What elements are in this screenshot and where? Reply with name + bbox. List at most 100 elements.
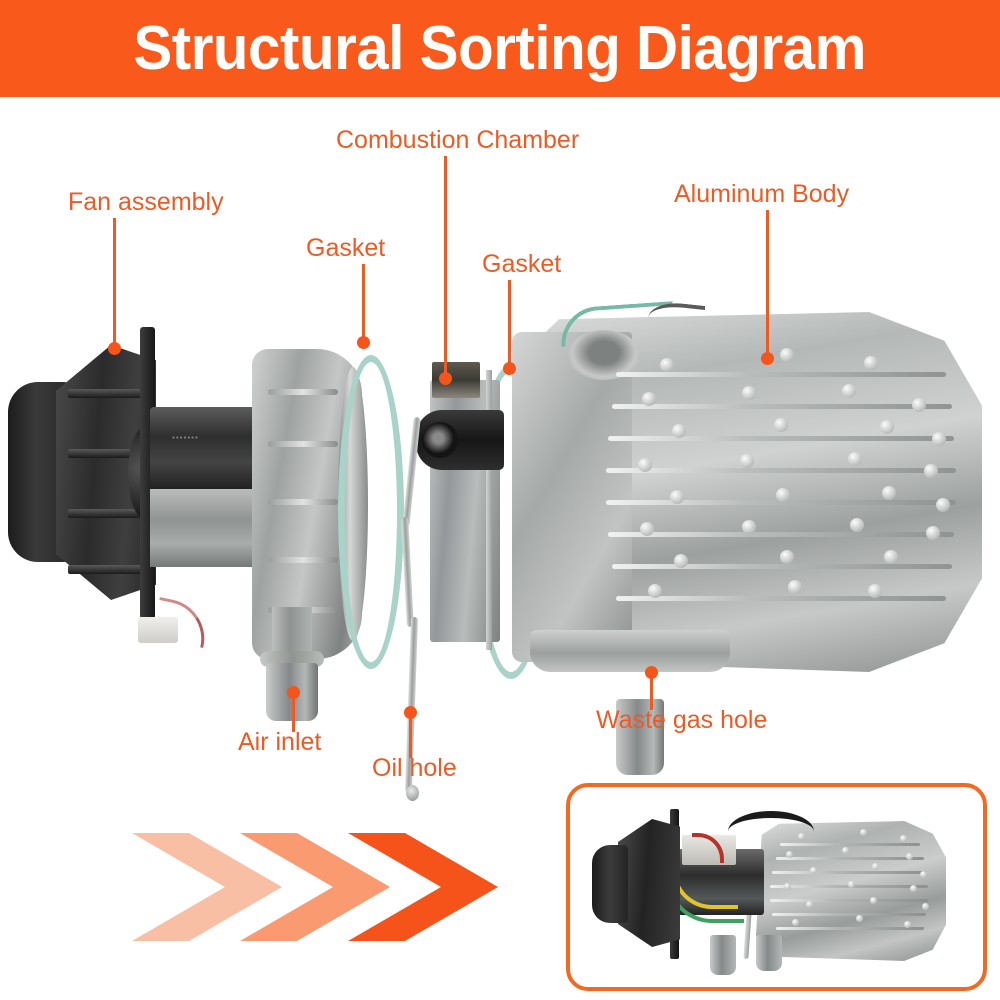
fin-stud: [648, 584, 662, 598]
aluminum-body-top-port: [568, 330, 640, 380]
inset-fin-stud: [920, 871, 927, 878]
waste-gas-barrel: [616, 699, 664, 775]
inset-fin-stud: [856, 915, 863, 922]
page-header: Structural Sorting Diagram: [0, 0, 1000, 97]
callout-gasket-left: Gasket: [306, 234, 386, 262]
page-title: Structural Sorting Diagram: [133, 13, 867, 83]
inset-fin-stud: [806, 901, 813, 908]
fin-stud: [780, 348, 794, 362]
waste-gas-spout-part: [612, 693, 668, 779]
inset-fin-stud: [792, 919, 799, 926]
leader-dot-air-inlet: [287, 686, 300, 699]
chevron-arrow-1-icon: [132, 833, 282, 941]
aluminum-body-front-flange: [512, 332, 632, 662]
leader-line-waste-gas-hole: [650, 672, 653, 710]
callout-gasket-right: Gasket: [482, 250, 562, 278]
inset-fin-stud: [860, 829, 867, 836]
fin-stud: [742, 386, 756, 400]
leader-line-combustion-chamber: [444, 156, 447, 378]
air-inlet-spout-part: [256, 607, 328, 721]
fin-stud: [776, 488, 790, 502]
fin-stud: [884, 550, 898, 564]
callout-oil-hole: Oil hole: [372, 754, 457, 782]
cooling-fin: [608, 532, 954, 537]
fin-stud: [864, 356, 878, 370]
cooling-fin: [612, 404, 952, 409]
fin-stud: [848, 452, 862, 466]
fin-stud: [842, 384, 856, 398]
oil-pipe-segment: [402, 416, 421, 528]
callout-waste-gas-hole: Waste gas hole: [596, 706, 768, 734]
cooling-fin: [612, 564, 952, 569]
inset-fan-cone: [592, 845, 628, 923]
fan-vane: [68, 565, 144, 574]
fan-vane: [68, 509, 144, 518]
combustion-chamber-part: [404, 362, 524, 662]
fin-stud: [936, 498, 950, 512]
fin-stud: [850, 518, 864, 532]
fin-stud: [882, 486, 896, 500]
fuel-inlet-eyelet: [422, 422, 458, 458]
fan-vane: [68, 389, 144, 398]
wire-connector: [138, 617, 178, 643]
fan-vane: [68, 449, 144, 458]
inset-fin-stud: [810, 867, 817, 874]
leader-line-air-inlet: [292, 692, 295, 732]
assembled-heater-inset: [566, 783, 987, 991]
motor-tube-marking: ▪▪▪▪▪▪▪: [172, 433, 199, 442]
aluminum-body-part: [512, 312, 982, 712]
combustion-chamber-blade: [486, 370, 492, 650]
fin-stud: [740, 454, 754, 468]
fin-stud: [926, 526, 940, 540]
cooling-fin: [616, 596, 946, 601]
callout-aluminum-body: Aluminum Body: [674, 180, 850, 208]
inset-fin-stud: [842, 847, 849, 854]
fin-stud: [932, 432, 946, 446]
leader-line-fan-assembly: [113, 218, 116, 350]
leader-line-aluminum-body: [766, 210, 769, 358]
inset-wire-harness: [728, 811, 814, 852]
housing-rib: [268, 557, 338, 563]
callout-fan-assembly: Fan assembly: [68, 188, 224, 216]
oil-pipe-segment: [401, 516, 414, 628]
housing-rib: [268, 441, 338, 447]
leader-line-gasket-right: [508, 280, 511, 368]
leader-dot-waste-gas-hole: [645, 666, 658, 679]
cooling-fin: [608, 436, 954, 441]
housing-rib: [268, 499, 338, 505]
inset-cooling-fin: [776, 927, 924, 930]
cooling-fin: [616, 372, 946, 377]
air-inlet-neck: [272, 607, 312, 657]
chevron-arrow-group: [132, 833, 498, 941]
housing-rib: [268, 389, 338, 395]
inset-fin-stud: [872, 863, 879, 870]
inset-fin-stud: [848, 881, 855, 888]
leader-line-oil-hole: [409, 712, 412, 758]
fin-stud: [674, 554, 688, 568]
fin-stud: [640, 522, 654, 536]
fin-stud: [780, 550, 794, 564]
inset-cooling-fin: [770, 899, 928, 902]
inset-fin-stud: [784, 883, 791, 890]
oil-pipe-part: [392, 416, 442, 817]
fin-stud: [742, 520, 756, 534]
exploded-diagram: ▪▪▪▪▪▪▪: [0, 97, 1000, 1000]
inset-air-inlet-spout: [710, 935, 736, 975]
aluminum-body-base: [530, 630, 730, 672]
callout-combustion-chamber: Combustion Chamber: [336, 126, 580, 154]
fin-stud: [672, 424, 686, 438]
inset-cooling-fin: [772, 913, 926, 916]
fin-stud: [912, 398, 926, 412]
leader-dot-gasket-left: [357, 336, 370, 349]
callout-air-inlet: Air inlet: [238, 728, 322, 756]
oil-pipe-tip: [406, 785, 419, 801]
inset-cooling-fin: [772, 871, 926, 874]
fin-stud: [774, 418, 788, 432]
inset-fin-stud: [870, 897, 877, 904]
fin-stud: [660, 358, 674, 372]
fin-stud: [638, 458, 652, 472]
inset-fin-stud: [922, 903, 929, 910]
fin-stud: [642, 392, 656, 406]
cooling-fin: [606, 500, 956, 505]
inset-cooling-fin: [776, 857, 924, 860]
